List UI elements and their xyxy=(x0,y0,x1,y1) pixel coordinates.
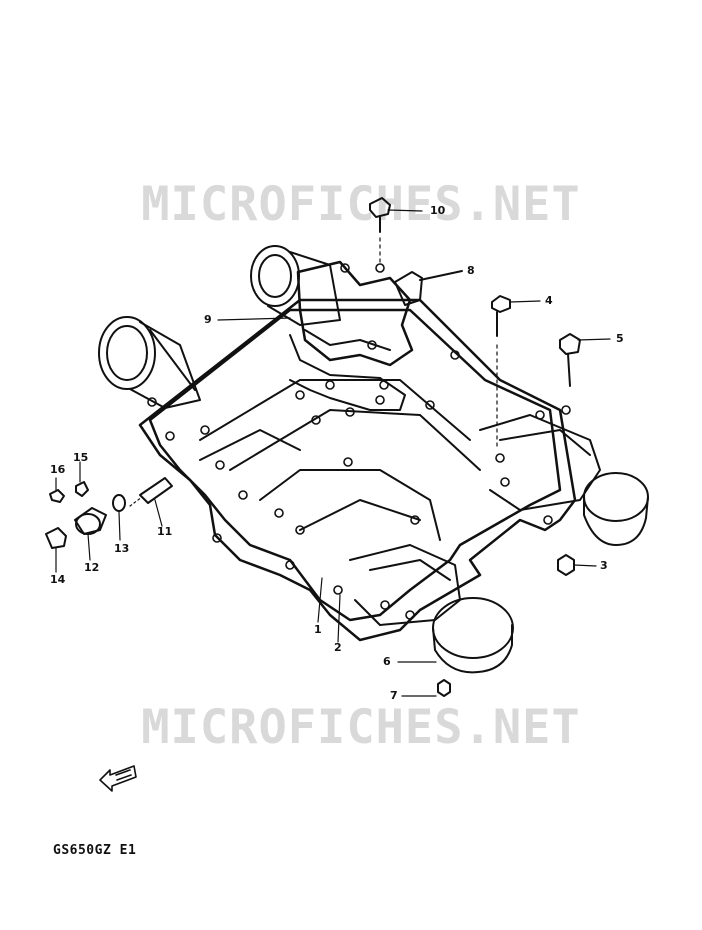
gasket-outline xyxy=(138,298,577,642)
callout-6: 6 xyxy=(383,655,391,668)
right-cam-tunnel xyxy=(479,414,601,511)
small-parts-left xyxy=(45,461,173,573)
callout-12: 12 xyxy=(84,561,100,574)
callout-11: 11 xyxy=(157,525,173,538)
bolt-5 xyxy=(559,333,611,387)
bolt-7 xyxy=(401,679,451,697)
callout-3: 3 xyxy=(600,559,608,572)
callout-7: 7 xyxy=(390,689,398,702)
callout-16: 16 xyxy=(50,463,66,476)
callout-5: 5 xyxy=(616,332,624,345)
bolt-holes xyxy=(147,263,571,620)
left-cam-cap xyxy=(98,316,201,409)
callout-2: 2 xyxy=(334,641,342,654)
bolt-10 xyxy=(369,197,423,263)
front-arrow-icon xyxy=(99,765,137,792)
bolt-4 xyxy=(491,295,541,451)
watermark-top: MICROFICHES.NET xyxy=(141,180,581,230)
model-code: GS650GZ E1 xyxy=(53,843,137,858)
callout-13: 13 xyxy=(114,542,130,555)
bottom-cam-tunnel xyxy=(349,544,461,626)
callout-14: 14 xyxy=(50,573,66,586)
end-cap-6 xyxy=(432,597,514,674)
end-cap-right xyxy=(583,472,649,546)
callout-4: 4 xyxy=(545,294,553,307)
cap-nut-3 xyxy=(557,554,597,576)
top-cam-cap xyxy=(250,245,341,326)
callout-9: 9 xyxy=(204,313,212,326)
breather-fitting xyxy=(394,270,463,306)
breather-cover xyxy=(296,260,414,367)
callout-8: 8 xyxy=(467,264,475,277)
callout-10: 10 xyxy=(430,204,446,217)
callout-1: 1 xyxy=(314,623,322,636)
watermark-bottom: MICROFICHES.NET xyxy=(141,703,581,753)
cover-body xyxy=(148,308,562,622)
callout-15: 15 xyxy=(73,451,89,464)
